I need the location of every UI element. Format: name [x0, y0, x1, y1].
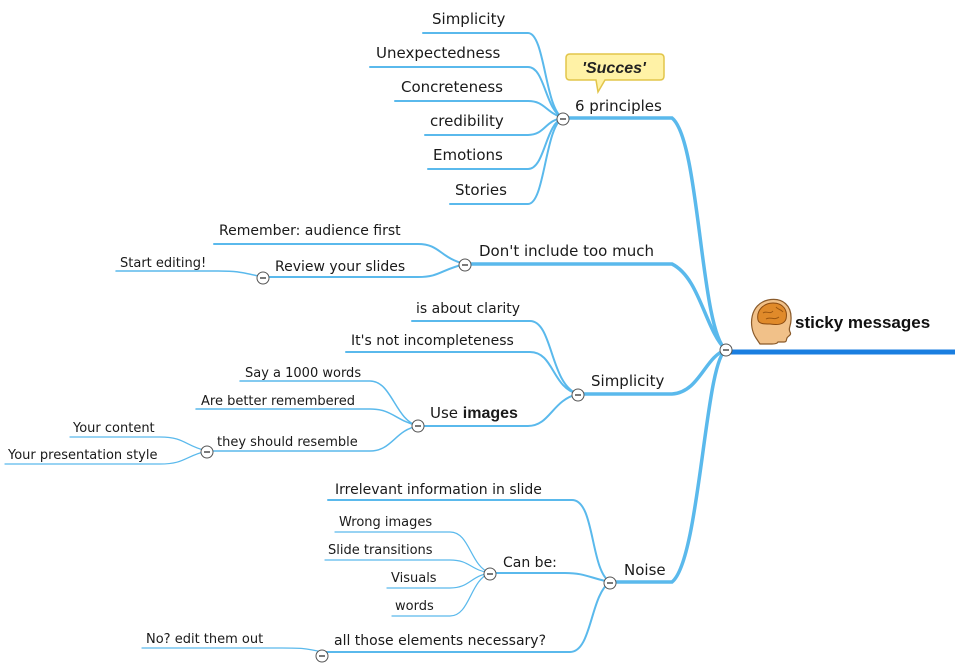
subtopic-better-remembered[interactable]: Are better remembered [201, 394, 355, 409]
root-collapse-toggle[interactable] [719, 343, 733, 357]
simplicity-collapse-toggle[interactable] [571, 388, 585, 402]
subtopic-is-about-clarity[interactable]: is about clarity [416, 301, 520, 317]
root-label: sticky messages [795, 313, 930, 332]
noise-collapse-toggle[interactable] [603, 576, 617, 590]
line-noise [610, 348, 728, 584]
line-start-editing [115, 270, 264, 278]
subtopic-not-incompleteness[interactable]: It's not incompleteness [351, 333, 514, 349]
subtopic-edit-them-out[interactable]: No? edit them out [146, 632, 263, 647]
line-remembered [195, 408, 419, 427]
line-necessary [321, 581, 611, 653]
line-dont-include [463, 262, 728, 352]
subtopic-slide-transitions[interactable]: Slide transitions [328, 543, 433, 558]
succes-callout[interactable]: 'Succes' [565, 53, 665, 95]
subtopic-start-editing[interactable]: Start editing! [120, 256, 206, 271]
use-prefix: Use [430, 404, 463, 422]
subtopic-should-resemble[interactable]: they should resemble [217, 435, 358, 450]
topic-6-principles-label: 6 principles [575, 97, 662, 115]
line-6-principles [563, 116, 728, 352]
topic-simplicity[interactable]: Simplicity [591, 372, 664, 390]
can-be-collapse-toggle[interactable] [483, 567, 497, 581]
subtopic-words[interactable]: words [395, 599, 434, 614]
line-resemble [206, 425, 419, 452]
line-use-images [417, 393, 579, 427]
subtopic-irrelevant-info[interactable]: Irrelevant information in slide [335, 482, 542, 498]
dont-include-collapse-toggle[interactable] [458, 258, 472, 272]
topic-noise[interactable]: Noise [624, 561, 666, 579]
subtopic-visuals[interactable]: Visuals [391, 571, 437, 586]
principle-credibility[interactable]: credibility [430, 112, 504, 130]
subtopic-elements-necessary[interactable]: all those elements necessary? [334, 633, 546, 649]
line-simplicity [578, 348, 728, 396]
principle-simplicity[interactable]: Simplicity [432, 10, 505, 28]
subtopic-your-content[interactable]: Your content [72, 421, 155, 436]
topic-6-principles[interactable]: 6 principles [575, 97, 662, 115]
subtopic-your-presentation-style[interactable]: Your presentation style [7, 448, 157, 463]
line-review [262, 263, 466, 278]
root-topic[interactable]: sticky messages [750, 298, 931, 345]
principle-stories[interactable]: Stories [455, 181, 507, 199]
line-remember [213, 243, 466, 265]
line-your-content [69, 436, 208, 452]
principle-emotions[interactable]: Emotions [433, 146, 503, 164]
subtopic-review-slides[interactable]: Review your slides [275, 259, 405, 275]
line-wrong-images [334, 531, 491, 574]
line-say-1000 [239, 380, 419, 427]
principles-collapse-toggle[interactable] [556, 112, 570, 126]
line-edit-out [141, 647, 323, 653]
principle-concreteness[interactable]: Concreteness [401, 78, 503, 96]
subtopic-use-images[interactable]: Use images [430, 404, 518, 422]
use-images-collapse-toggle[interactable] [411, 419, 425, 433]
subtopic-wrong-images[interactable]: Wrong images [339, 515, 432, 530]
principles-lines [369, 32, 564, 205]
line-not-incomplete [345, 351, 579, 395]
review-collapse-toggle[interactable] [256, 271, 270, 285]
line-clarity [411, 320, 579, 395]
subtopic-can-be[interactable]: Can be: [503, 555, 557, 571]
necessary-collapse-toggle[interactable] [315, 649, 329, 663]
line-can-be [489, 572, 611, 583]
topic-dont-include-too-much[interactable]: Don't include too much [479, 242, 654, 260]
subtopic-say-1000-words[interactable]: Say a 1000 words [245, 366, 361, 381]
resemble-collapse-toggle[interactable] [200, 445, 214, 459]
callout-text: 'Succes' [582, 60, 647, 77]
connector-lines [4, 32, 955, 653]
principle-unexpectedness[interactable]: Unexpectedness [376, 44, 501, 62]
line-irrelevant [327, 499, 611, 583]
subtopic-remember-audience[interactable]: Remember: audience first [219, 223, 401, 239]
brain-head-icon [750, 298, 792, 345]
use-images-bold: images [463, 405, 518, 422]
